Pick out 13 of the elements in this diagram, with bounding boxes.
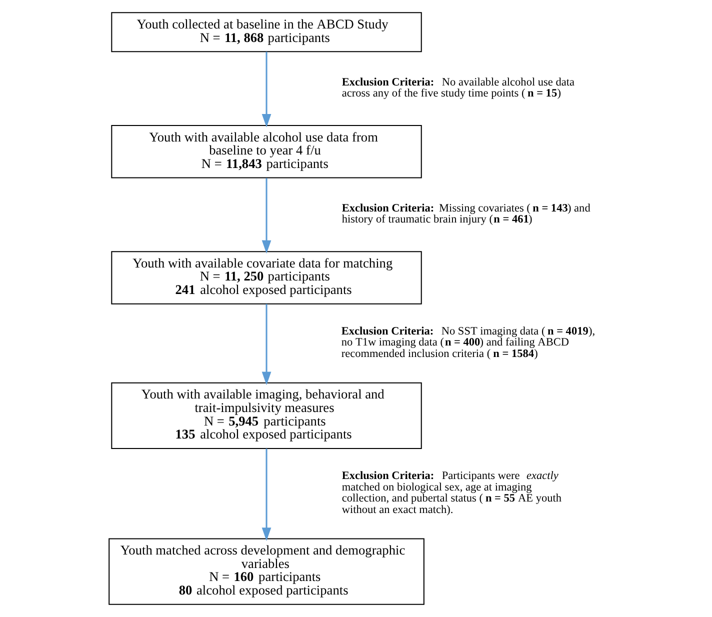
arrow: [261, 178, 271, 254]
label: Exclusion Criteria: Missing covariates (n = 143) and history of traumatic brain injury (n = 461): [341, 202, 590, 226]
node-box: Youth with available alcohol use data from baseline to year 4 f/u N = 11,843 participants: [110, 124, 422, 178]
node-box: Youth matched across development and demographic variables N = 160 participants 80 alcohol exposed participants: [108, 538, 424, 605]
label: Exclusion Criteria: Participants were exactly matched on biological sex, age at imaging collection, and pubertal status (n = 55 AE youth without an exact match).: [341, 470, 562, 516]
label: Exclusion Criteria: No SST imaging data (n = 4019), no T1w imaging data (n = 400) and failing ABCD recommended inclusion criteria (n = 1584): [340, 325, 595, 360]
node-box: Youth collected at baseline in the ABCD Study N = 11, 868 participants: [110, 12, 422, 52]
label: Exclusion Criteria: No available alcohol use data across any of the five study time points (n = 15): [341, 76, 574, 100]
node-box: Youth with available covariate data for matching N = 11, 250 participants 241 alcohol exposed participants: [110, 251, 422, 304]
node-box: Youth with available imaging, behavioral and trait-impulsivity measures N = 5,945 participants 135 alcohol exposed participants: [110, 382, 422, 449]
arrow: [261, 304, 271, 386]
arrow: [261, 52, 271, 128]
arrow: [261, 448, 271, 542]
